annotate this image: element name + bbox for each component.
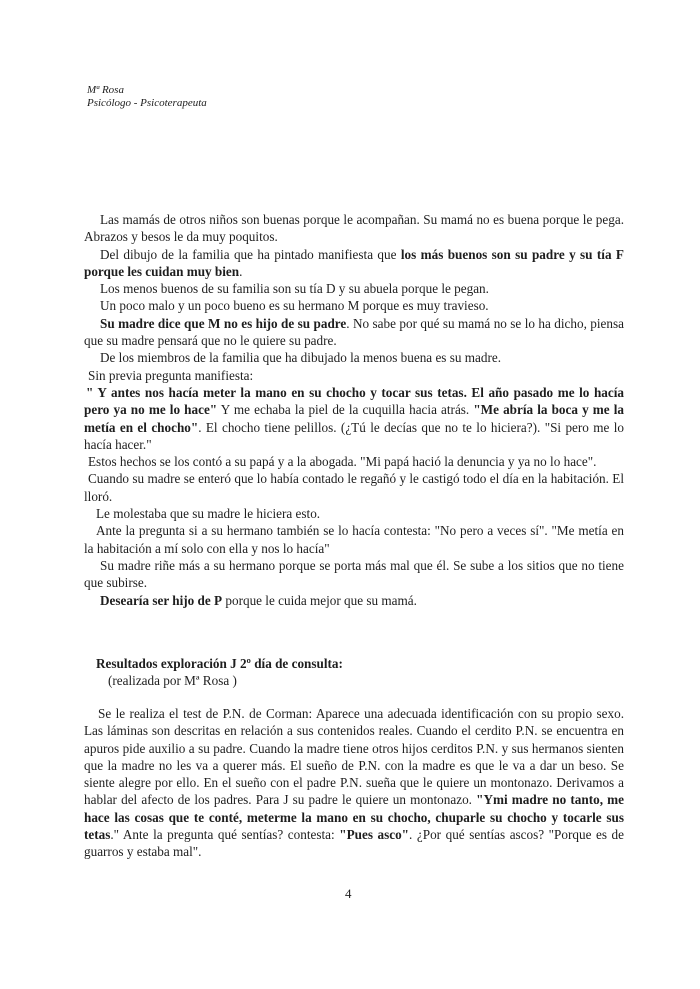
results-subtitle: (realizada por Mª Rosa ) xyxy=(108,673,237,688)
paragraph: Su madre dice que M no es hijo de su pad… xyxy=(84,315,624,349)
paragraph: De los miembros de la familia que ha dib… xyxy=(100,350,502,366)
letterhead: Mª Rosa Psicólogo - Psicoterapeuta xyxy=(87,84,207,110)
paragraph: Ante la pregunta si a su hermano también… xyxy=(84,523,624,556)
paragraph: Le molestaba que su madre le hiciera est… xyxy=(96,506,321,522)
paragraph: Se le realiza el test de P.N. de Corman:… xyxy=(84,706,624,860)
paragraph: " Y antes nos hacía meter la mano en su … xyxy=(84,384,625,452)
page-number: 4 xyxy=(345,886,352,901)
paragraph: Un poco malo y un poco bueno es su herma… xyxy=(100,298,489,314)
paragraph: Sin previa pregunta manifiesta: xyxy=(88,367,254,383)
paragraph: Cuando su madre se enteró que lo había c… xyxy=(84,471,624,504)
paragraph: Del dibujo de la familia que ha pintado … xyxy=(84,246,624,279)
paragraph: Su madre riñe más a su hermano porque se… xyxy=(84,557,624,591)
results-title: Resultados exploración J 2º día de consu… xyxy=(96,656,343,671)
author-title: Psicólogo - Psicoterapeuta xyxy=(87,97,207,109)
author-name: Mª Rosa xyxy=(87,84,124,96)
paragraph: Estos hechos se los contó a su papá y a … xyxy=(88,454,597,470)
paragraph: Los menos buenos de su familia son su tí… xyxy=(100,281,489,297)
results-body: Se le realiza el test de P.N. de Corman:… xyxy=(84,705,624,861)
paragraph: Desearía ser hijo de P porque le cuida m… xyxy=(100,592,417,608)
results-heading: Resultados exploración J 2º día de consu… xyxy=(96,655,343,689)
paragraph: Las mamás de otros niños son buenas porq… xyxy=(84,212,624,245)
report-body: Las mamás de otros niños son buenas porq… xyxy=(84,211,624,609)
